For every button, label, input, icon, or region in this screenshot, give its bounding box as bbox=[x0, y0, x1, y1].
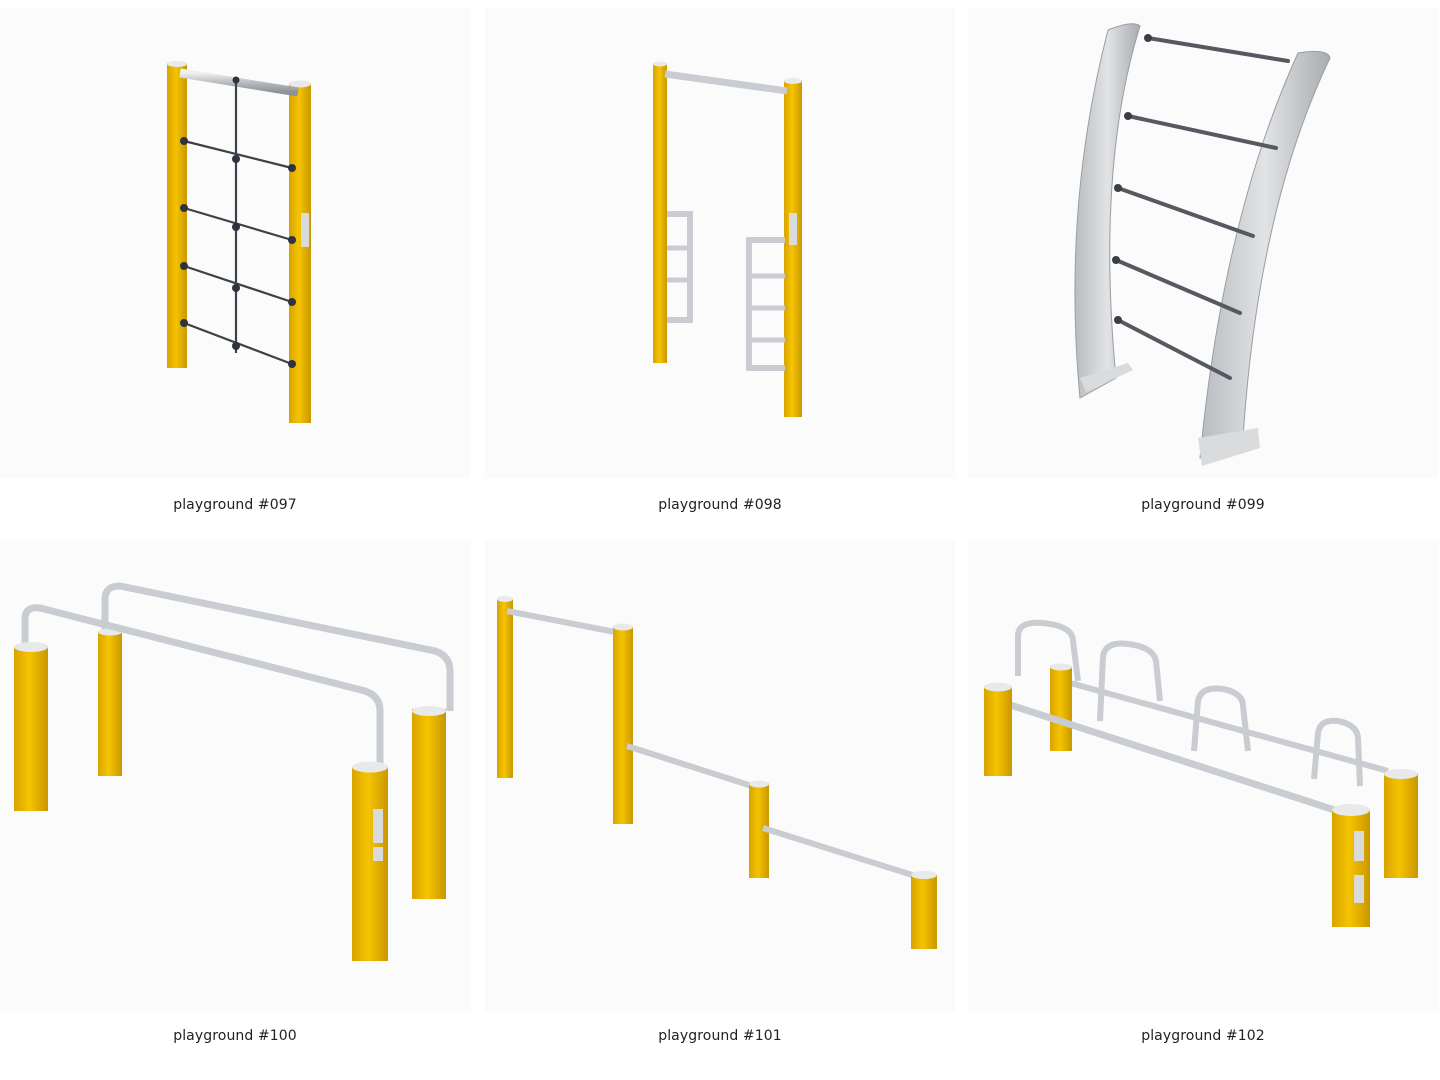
product-tile[interactable] bbox=[0, 541, 470, 1011]
wall-bars-icon bbox=[1074, 23, 1331, 466]
product-tile[interactable] bbox=[968, 541, 1438, 1011]
product-tile[interactable] bbox=[0, 8, 470, 478]
product-tile[interactable] bbox=[485, 8, 955, 478]
item-caption: playground #100 bbox=[173, 1028, 297, 1044]
product-tile[interactable] bbox=[485, 541, 955, 1011]
step-bars-icon bbox=[497, 596, 937, 949]
rope-ladder-icon bbox=[167, 61, 311, 423]
hurdle-bars-icon bbox=[984, 619, 1418, 927]
item-caption: playground #102 bbox=[1141, 1028, 1265, 1044]
parallel-bars-icon bbox=[14, 582, 454, 961]
pull-up-bar-icon bbox=[653, 61, 802, 417]
item-caption: playground #101 bbox=[658, 1028, 782, 1044]
item-caption: playground #098 bbox=[658, 497, 782, 513]
item-caption: playground #099 bbox=[1141, 497, 1265, 513]
product-tile[interactable] bbox=[968, 8, 1438, 478]
item-caption: playground #097 bbox=[173, 497, 297, 513]
